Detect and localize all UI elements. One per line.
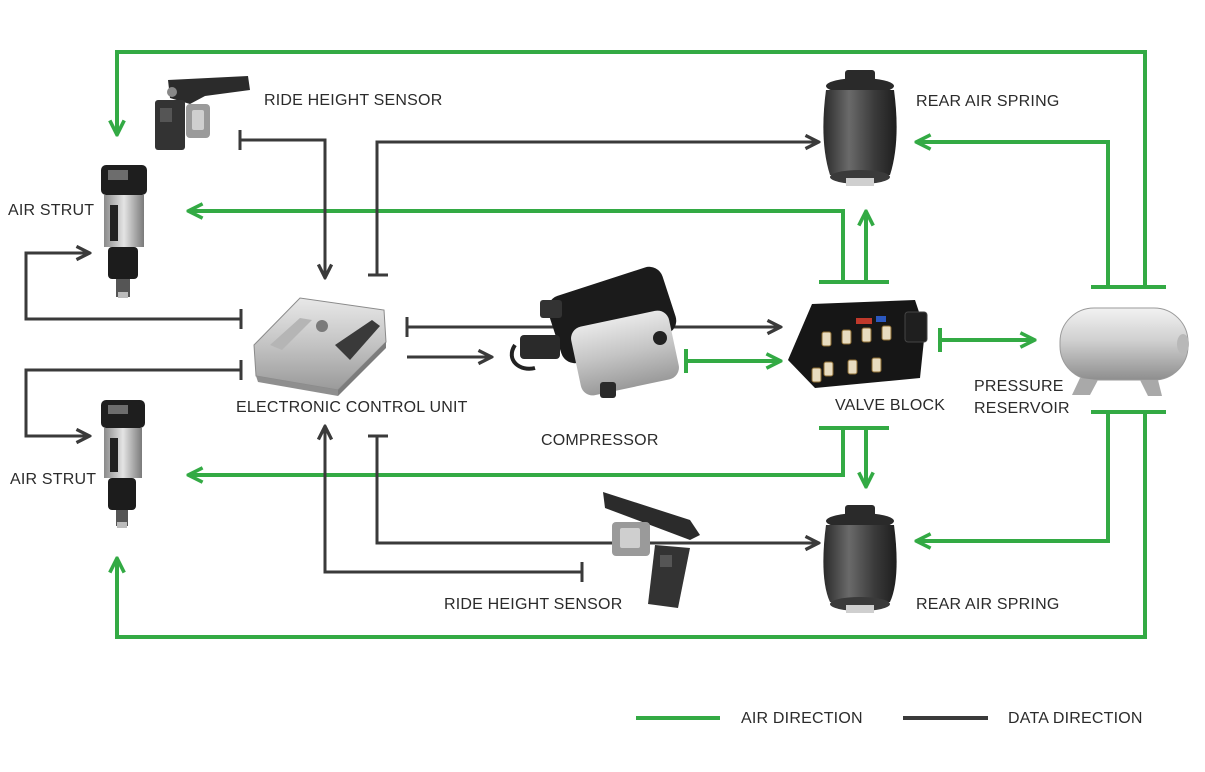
- pressure-reservoir-image: [1059, 307, 1189, 396]
- air-strut-top-image: [101, 165, 147, 298]
- ride-height-sensor-top-image: [155, 76, 250, 150]
- legend-data-label: DATA DIRECTION: [1008, 710, 1143, 727]
- rear-air-spring-bottom-image: [823, 505, 897, 613]
- labels: RIDE HEIGHT SENSOR REAR AIR SPRING AIR S…: [8, 92, 1070, 613]
- air-line-reservoir-to-front-strut-top: [117, 50, 1147, 287]
- legend: AIR DIRECTION DATA DIRECTION: [636, 710, 1143, 727]
- air-line-reservoir-to-rear-spring-bottom: [918, 412, 1110, 541]
- rear-air-spring-top-label: REAR AIR SPRING: [916, 93, 1059, 110]
- air-line-valve-to-front-strut-top: [190, 211, 845, 282]
- ride-height-sensor-bottom-image: [603, 492, 700, 608]
- compressor-label: COMPRESSOR: [541, 432, 659, 449]
- air-line-reservoir-to-front-strut-bottom: [117, 412, 1147, 639]
- air-strut-bottom-image: [101, 400, 145, 528]
- data-line-sensor-top-to-ecu: [240, 138, 325, 276]
- data-line-ecu-to-rear-spring-bottom: [375, 436, 817, 543]
- valve-block-image: [788, 300, 928, 388]
- data-line-ecu-to-rear-spring-top: [375, 142, 817, 275]
- rear-air-spring-bottom-label: REAR AIR SPRING: [916, 596, 1059, 613]
- rear-air-spring-top-image: [823, 70, 897, 186]
- air-line-reservoir-to-rear-spring-top: [918, 142, 1110, 287]
- data-line-ecu-to-strut-top: [24, 253, 241, 321]
- air-line-valve-to-front-strut-bottom: [190, 428, 845, 475]
- ride-height-sensor-top-label: RIDE HEIGHT SENSOR: [264, 92, 442, 109]
- compressor-image: [509, 266, 679, 398]
- data-line-sensor-bottom-to-ecu: [325, 428, 582, 574]
- pressure-reservoir-label-line1: PRESSURE: [974, 378, 1064, 395]
- ecu-label: ELECTRONIC CONTROL UNIT: [236, 399, 468, 416]
- air-strut-bottom-label: AIR STRUT: [10, 471, 96, 488]
- data-lines: [24, 130, 817, 582]
- air-strut-top-label: AIR STRUT: [8, 202, 94, 219]
- air-lines: [117, 50, 1166, 639]
- ride-height-sensor-bottom-label: RIDE HEIGHT SENSOR: [444, 596, 622, 613]
- valve-block-label: VALVE BLOCK: [835, 397, 945, 414]
- data-line-ecu-to-strut-bottom: [24, 368, 241, 436]
- legend-air-label: AIR DIRECTION: [741, 710, 863, 727]
- pressure-reservoir-label-line2: RESERVOIR: [974, 400, 1070, 417]
- ecu-image: [253, 297, 387, 396]
